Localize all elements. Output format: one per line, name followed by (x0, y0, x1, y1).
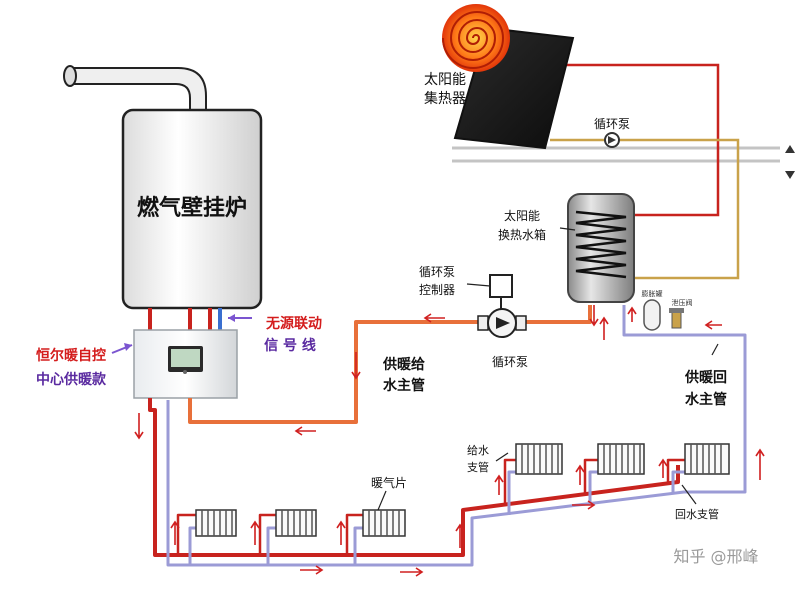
controller-label-1: 恒尔暖自控 (36, 347, 106, 364)
solar-heat-exchange-tank (567, 193, 635, 303)
wireless-label-2: 信 号 线 (264, 337, 316, 354)
wireless-arrow-icon (228, 314, 235, 322)
radiator-5 (597, 443, 645, 475)
heating-return-pipes (166, 305, 747, 567)
pump-controller-label-2: 控制器 (419, 283, 455, 297)
heating-supply-pipes (148, 305, 685, 557)
solar-return-pipe (550, 138, 740, 280)
boiler-label: 燃气壁挂炉 (137, 195, 247, 221)
relief-valve-label: 泄压阀 (672, 298, 693, 307)
radiator-6 (684, 443, 730, 475)
level-arrows (785, 145, 795, 179)
supply-branch-label-2: 支管 (467, 460, 489, 474)
leader-lines (377, 227, 719, 511)
return-main-label-2: 水主管 (685, 391, 727, 408)
main-pump-label: 循环泵 (492, 355, 528, 369)
roof-line (452, 146, 780, 163)
supply-main-label-2: 水主管 (383, 377, 425, 394)
relief-valve (669, 308, 684, 329)
supply-branch-label-1: 给水 (467, 444, 489, 457)
solar-pump-icon (604, 132, 620, 148)
circulation-pump-icon (477, 308, 527, 338)
sun-spiral-icon (442, 4, 510, 72)
return-main-label-1: 供暖回 (684, 369, 727, 386)
controller-box (133, 329, 238, 399)
boiler-outlets (148, 308, 222, 330)
return-branch-label: 回水支管 (675, 507, 719, 521)
wireless-label-1: 无源联动 (265, 315, 322, 332)
controller-arrow-icon (111, 343, 133, 354)
expansion-tank (643, 299, 661, 331)
supply-main-label-1: 供暖给 (382, 356, 425, 373)
radiator-label: 暖气片 (371, 475, 407, 490)
flow-arrows (134, 305, 765, 577)
tank-label-2: 换热水箱 (498, 227, 546, 242)
watermark: 知乎 @邢峰 (673, 547, 758, 566)
radiator-2 (275, 509, 317, 537)
pump-controller (489, 274, 513, 310)
solar-pump-label: 循环泵 (594, 117, 630, 131)
radiator-3 (362, 509, 406, 537)
boiler-flue (63, 65, 207, 113)
solar-collector-label-1: 太阳能 (424, 72, 466, 88)
tank-label-1: 太阳能 (504, 208, 540, 223)
solar-collector-label-2: 集热器 (424, 90, 466, 107)
controller-label-2: 中心供暖款 (36, 371, 107, 388)
expansion-tank-label: 膨胀罐 (642, 289, 663, 298)
pump-controller-label-1: 循环泵 (419, 265, 455, 279)
radiator-1 (195, 509, 237, 537)
radiator-4 (515, 443, 563, 475)
